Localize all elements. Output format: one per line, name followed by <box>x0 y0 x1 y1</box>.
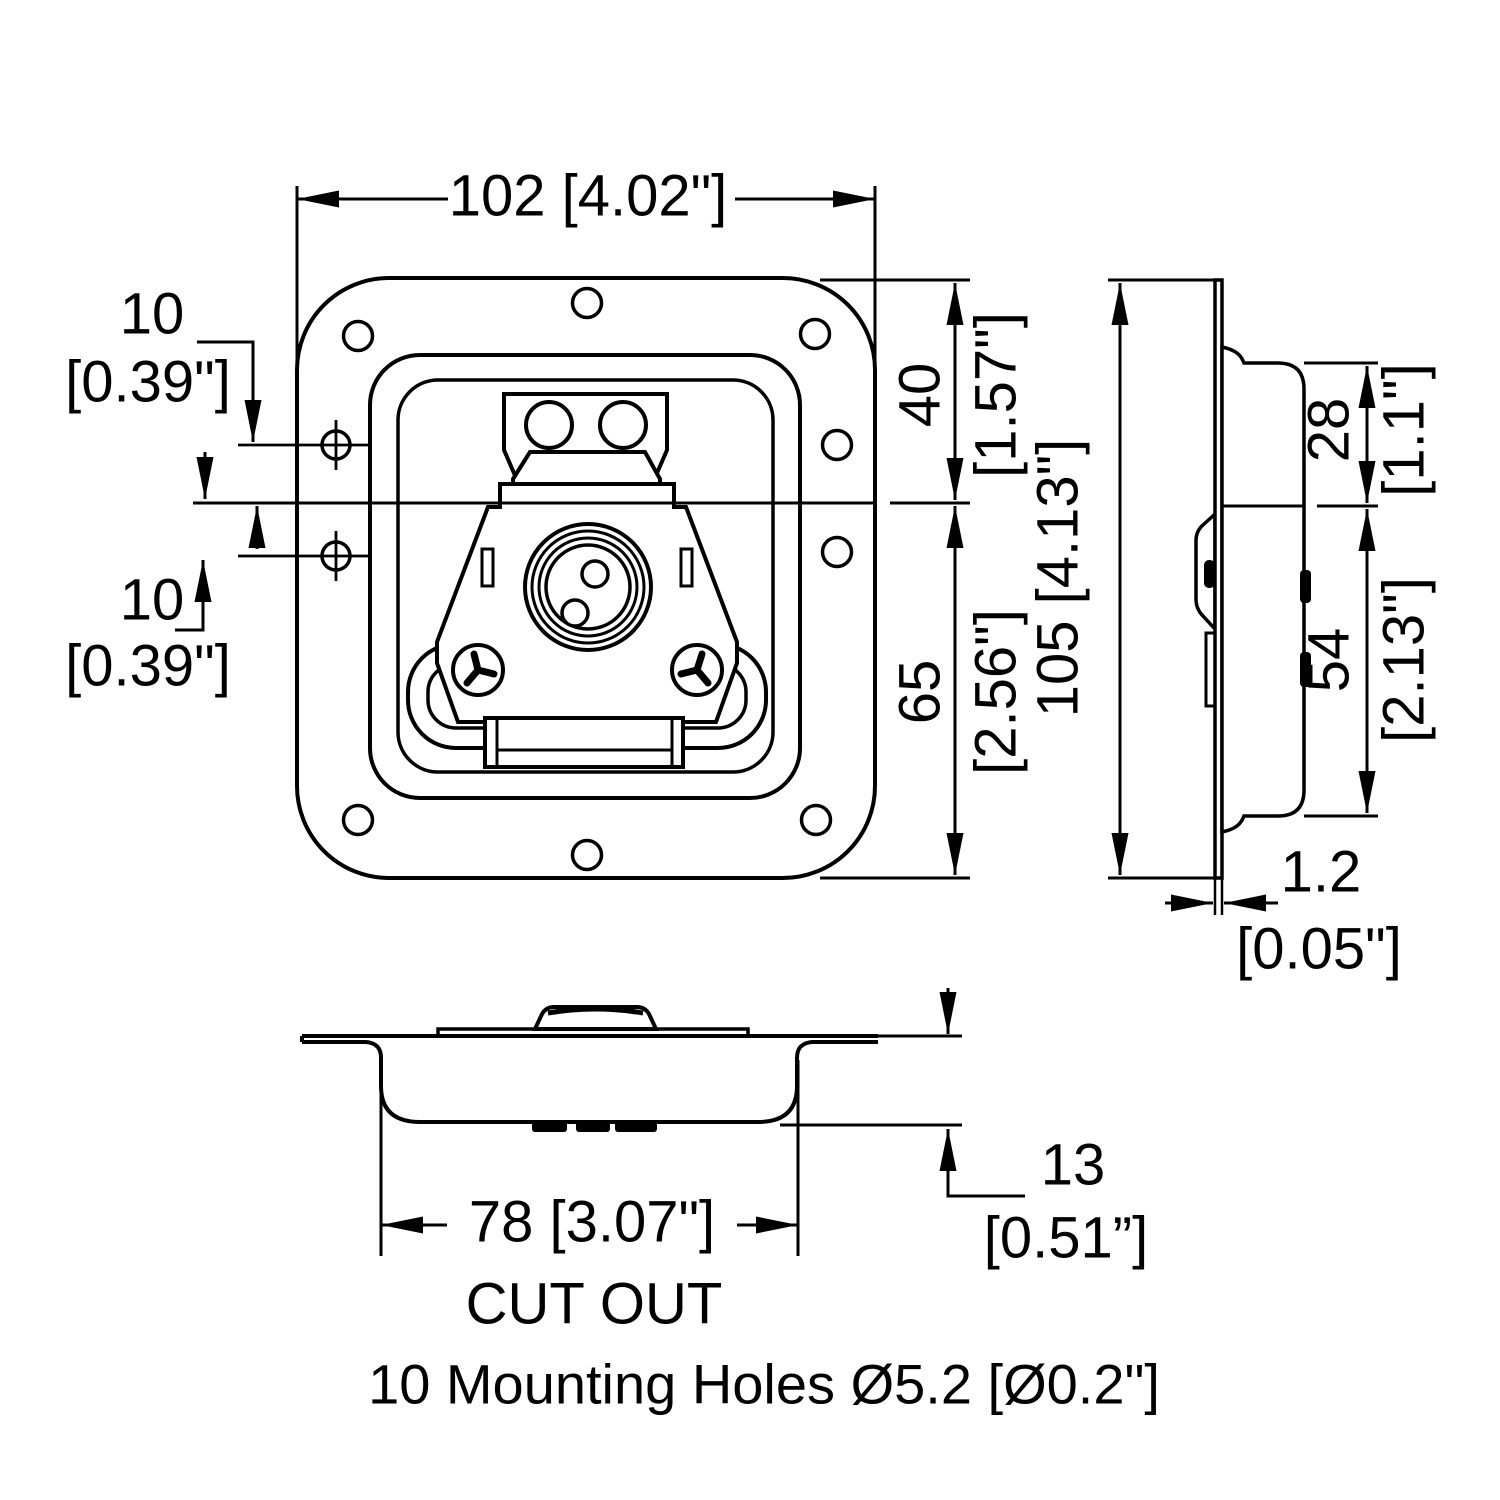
side-view <box>1194 278 1311 915</box>
cam-hole <box>580 559 610 589</box>
mounting-hole <box>341 319 375 353</box>
dim-text-dish-below-inch: [2.13"] <box>1372 577 1437 743</box>
plate-top-surface <box>300 1034 878 1042</box>
catch-strap <box>483 716 685 769</box>
mounting-hole <box>570 286 604 320</box>
mounting-hole <box>820 428 854 462</box>
mounting-holes-note: 10 Mounting Holes Ø5.2 [Ø0.2"] <box>368 1353 1160 1416</box>
plate-bottom-and-dish <box>302 1040 878 1124</box>
mounting-hole <box>570 838 604 872</box>
dim-text-center-to-top-inch: [1.57"] <box>964 312 1029 478</box>
latch-tab <box>532 1122 567 1132</box>
latch-tab <box>576 1122 610 1132</box>
cam-hole <box>560 598 590 628</box>
dim-text-depth-mm: 13 <box>1041 1133 1106 1198</box>
dim-text-overall-height: 105 [4.13"] <box>1026 439 1091 718</box>
extension-line <box>1108 278 1216 880</box>
dim-text-dish-above-mm: 28 <box>1297 398 1362 463</box>
dim-text-dish-above-inch: [1.1"] <box>1372 363 1437 496</box>
dim-recess-depth: 13 [0.51”] <box>780 988 1148 1271</box>
bracket-rivet <box>524 400 574 450</box>
leader-upper <box>197 340 262 442</box>
cam-rosette <box>523 522 653 652</box>
latch-button-top <box>547 1006 644 1016</box>
dim-text-thickness-mm: 1.2 <box>1281 840 1362 905</box>
cam-ring <box>537 536 639 638</box>
screw-slot <box>463 650 498 687</box>
dim-text-center-to-top-mm: 40 <box>888 363 953 428</box>
keeper-clip <box>480 547 495 588</box>
bottom-view <box>300 1005 878 1132</box>
screw-slot <box>677 650 712 687</box>
dim-text-dish-below-mm: 54 <box>1297 628 1362 693</box>
dim-hole-offsets: 10 [0.39"] 10 [0.39"] <box>65 282 266 699</box>
extension-line <box>820 278 970 880</box>
cam-ring <box>530 529 646 645</box>
extension-line <box>295 186 877 380</box>
dish-profile <box>1220 344 1306 835</box>
dim-text-hole-offset-lower-inch: [0.39"] <box>65 634 231 699</box>
crosshair-lines <box>238 420 368 581</box>
dim-text-hole-offset-upper-inch: [0.39"] <box>65 350 231 415</box>
mounting-hole <box>341 803 375 837</box>
dim-overall-width: 102 [4.02"] <box>295 164 877 380</box>
dim-right-stack: 40 [1.57"] 65 [2.56"] <box>820 278 1029 880</box>
mounting-holes <box>341 286 854 872</box>
mounting-hole <box>799 803 833 837</box>
extension-line <box>1222 361 1378 818</box>
dim-text-hole-offset-lower-mm: 10 <box>120 568 185 633</box>
latch-mechanism <box>406 392 768 769</box>
latch-nub <box>1300 652 1311 687</box>
dish-rim-strip <box>436 1027 750 1036</box>
dim-cutout: 78 [3.07"] CUT OUT <box>379 1060 800 1337</box>
dim-dish-stack: 28 [1.1"] 54 [2.13"] <box>1222 361 1437 818</box>
latch-tab <box>615 1122 657 1132</box>
handle-pivot <box>1204 560 1215 588</box>
plate-profile-tails <box>1213 878 1224 915</box>
cutout-label: CUT OUT <box>466 1272 723 1337</box>
dim-text-cutout-width: 78 [3.07"] <box>469 1190 715 1255</box>
dim-overall-height: 105 [4.13"] <box>1026 278 1216 880</box>
keeper-clip <box>679 547 694 588</box>
dim-text-depth-inch: [0.51”] <box>984 1206 1148 1271</box>
dim-text-overall-width: 102 [4.02"] <box>449 164 728 229</box>
bracket-collar <box>511 450 662 486</box>
catch-strap-lip <box>495 718 674 767</box>
latch-nub <box>1300 570 1311 603</box>
arrow-up-leader <box>939 1129 1025 1198</box>
front-view <box>193 276 877 880</box>
dim-text-hole-offset-upper-mm: 10 <box>120 282 185 347</box>
dim-thickness: 1.2 [0.05"] <box>1165 840 1402 982</box>
crosshair-holes <box>238 420 368 581</box>
dim-text-thickness-inch: [0.05"] <box>1236 917 1402 982</box>
dim-text-center-to-bottom-mm: 65 <box>888 660 953 725</box>
cam-ring <box>544 543 632 631</box>
mounting-hole <box>798 317 832 351</box>
leader-lower <box>175 560 212 632</box>
bracket-rivet <box>598 400 648 450</box>
dim-text-center-to-bottom-inch: [2.56"] <box>964 609 1029 775</box>
mounting-hole <box>820 535 854 569</box>
